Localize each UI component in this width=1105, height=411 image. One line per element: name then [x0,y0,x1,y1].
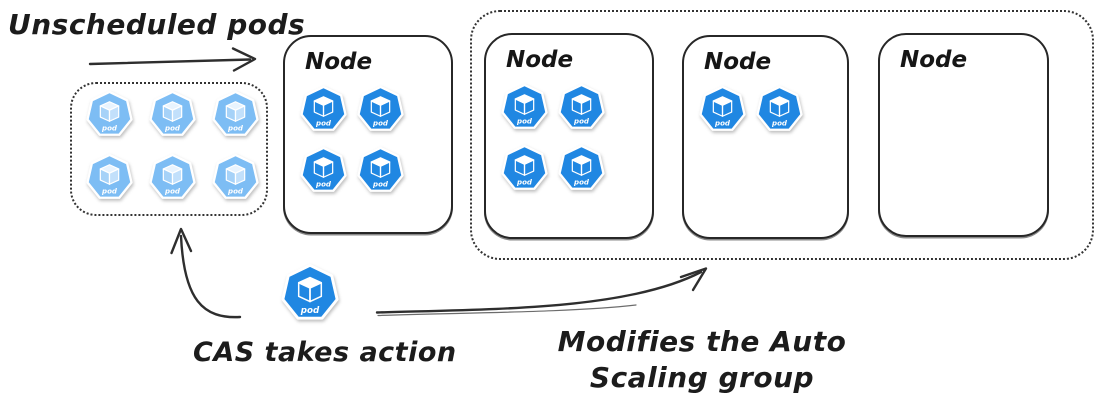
svg-text:pod: pod [164,123,181,132]
pod-icon: pod [699,85,746,132]
node-label: Node [900,47,968,73]
pod-icon: pod [149,90,196,137]
svg-text:pod: pod [372,179,389,188]
asg-caption-line2: Scaling group [589,361,815,394]
svg-text:pod: pod [516,177,533,186]
asg-caption-line1: Modifies the Auto [557,325,847,358]
asg-arrow-icon [375,267,708,317]
svg-text:pod: pod [714,118,731,127]
svg-text:pod: pod [101,186,118,195]
node-pods-grid: pod pod [699,85,811,132]
cas-arrow-icon [170,227,242,319]
pod-icon: pod [281,263,339,321]
pod-icon: pod [149,153,196,200]
node-box-3: Node pod pod [682,35,849,239]
svg-text:pod: pod [315,118,332,127]
pod-icon: pod [212,90,259,137]
unscheduled-arrow-icon [88,47,257,72]
node-box-2: Node pod pod pod pod [484,33,654,239]
pod-icon: pod [357,146,404,193]
pod-icon: pod [300,146,347,193]
unscheduled-pods-group: pod pod pod pod pod pod [70,82,268,216]
auto-scaling-group [470,10,1094,260]
cas-pod: pod [281,263,339,321]
svg-text:pod: pod [300,306,320,316]
node-pods-grid: pod pod pod pod [501,83,613,191]
svg-text:pod: pod [516,116,533,125]
node-label: Node [305,49,373,75]
node-pods-grid: pod pod pod pod [300,85,412,193]
pod-icon: pod [501,83,548,130]
pod-icon: pod [212,153,259,200]
pod-icon: pod [756,85,803,132]
node-label: Node [704,49,772,75]
pod-icon: pod [86,153,133,200]
svg-text:pod: pod [227,123,244,132]
node-box-4: Node [878,33,1049,237]
pod-icon: pod [501,144,548,191]
svg-text:pod: pod [372,118,389,127]
pod-icon: pod [357,85,404,132]
pod-icon: pod [558,144,605,191]
unscheduled-pods-title: Unscheduled pods [8,8,306,41]
pod-icon: pod [86,90,133,137]
svg-text:pod: pod [164,186,181,195]
cas-caption: CAS takes action [193,337,457,368]
unscheduled-pods-grid: pod pod pod pod pod pod [86,90,266,200]
svg-text:pod: pod [101,123,118,132]
svg-text:pod: pod [573,116,590,125]
svg-text:pod: pod [573,177,590,186]
node-label: Node [506,47,574,73]
asg-caption: Modifies the Auto Scaling group [556,324,848,396]
pod-icon: pod [558,83,605,130]
svg-text:pod: pod [227,186,244,195]
svg-text:pod: pod [315,179,332,188]
node-box-1: Node pod pod pod pod [283,35,453,234]
svg-text:pod: pod [771,118,788,127]
pod-icon: pod [300,85,347,132]
